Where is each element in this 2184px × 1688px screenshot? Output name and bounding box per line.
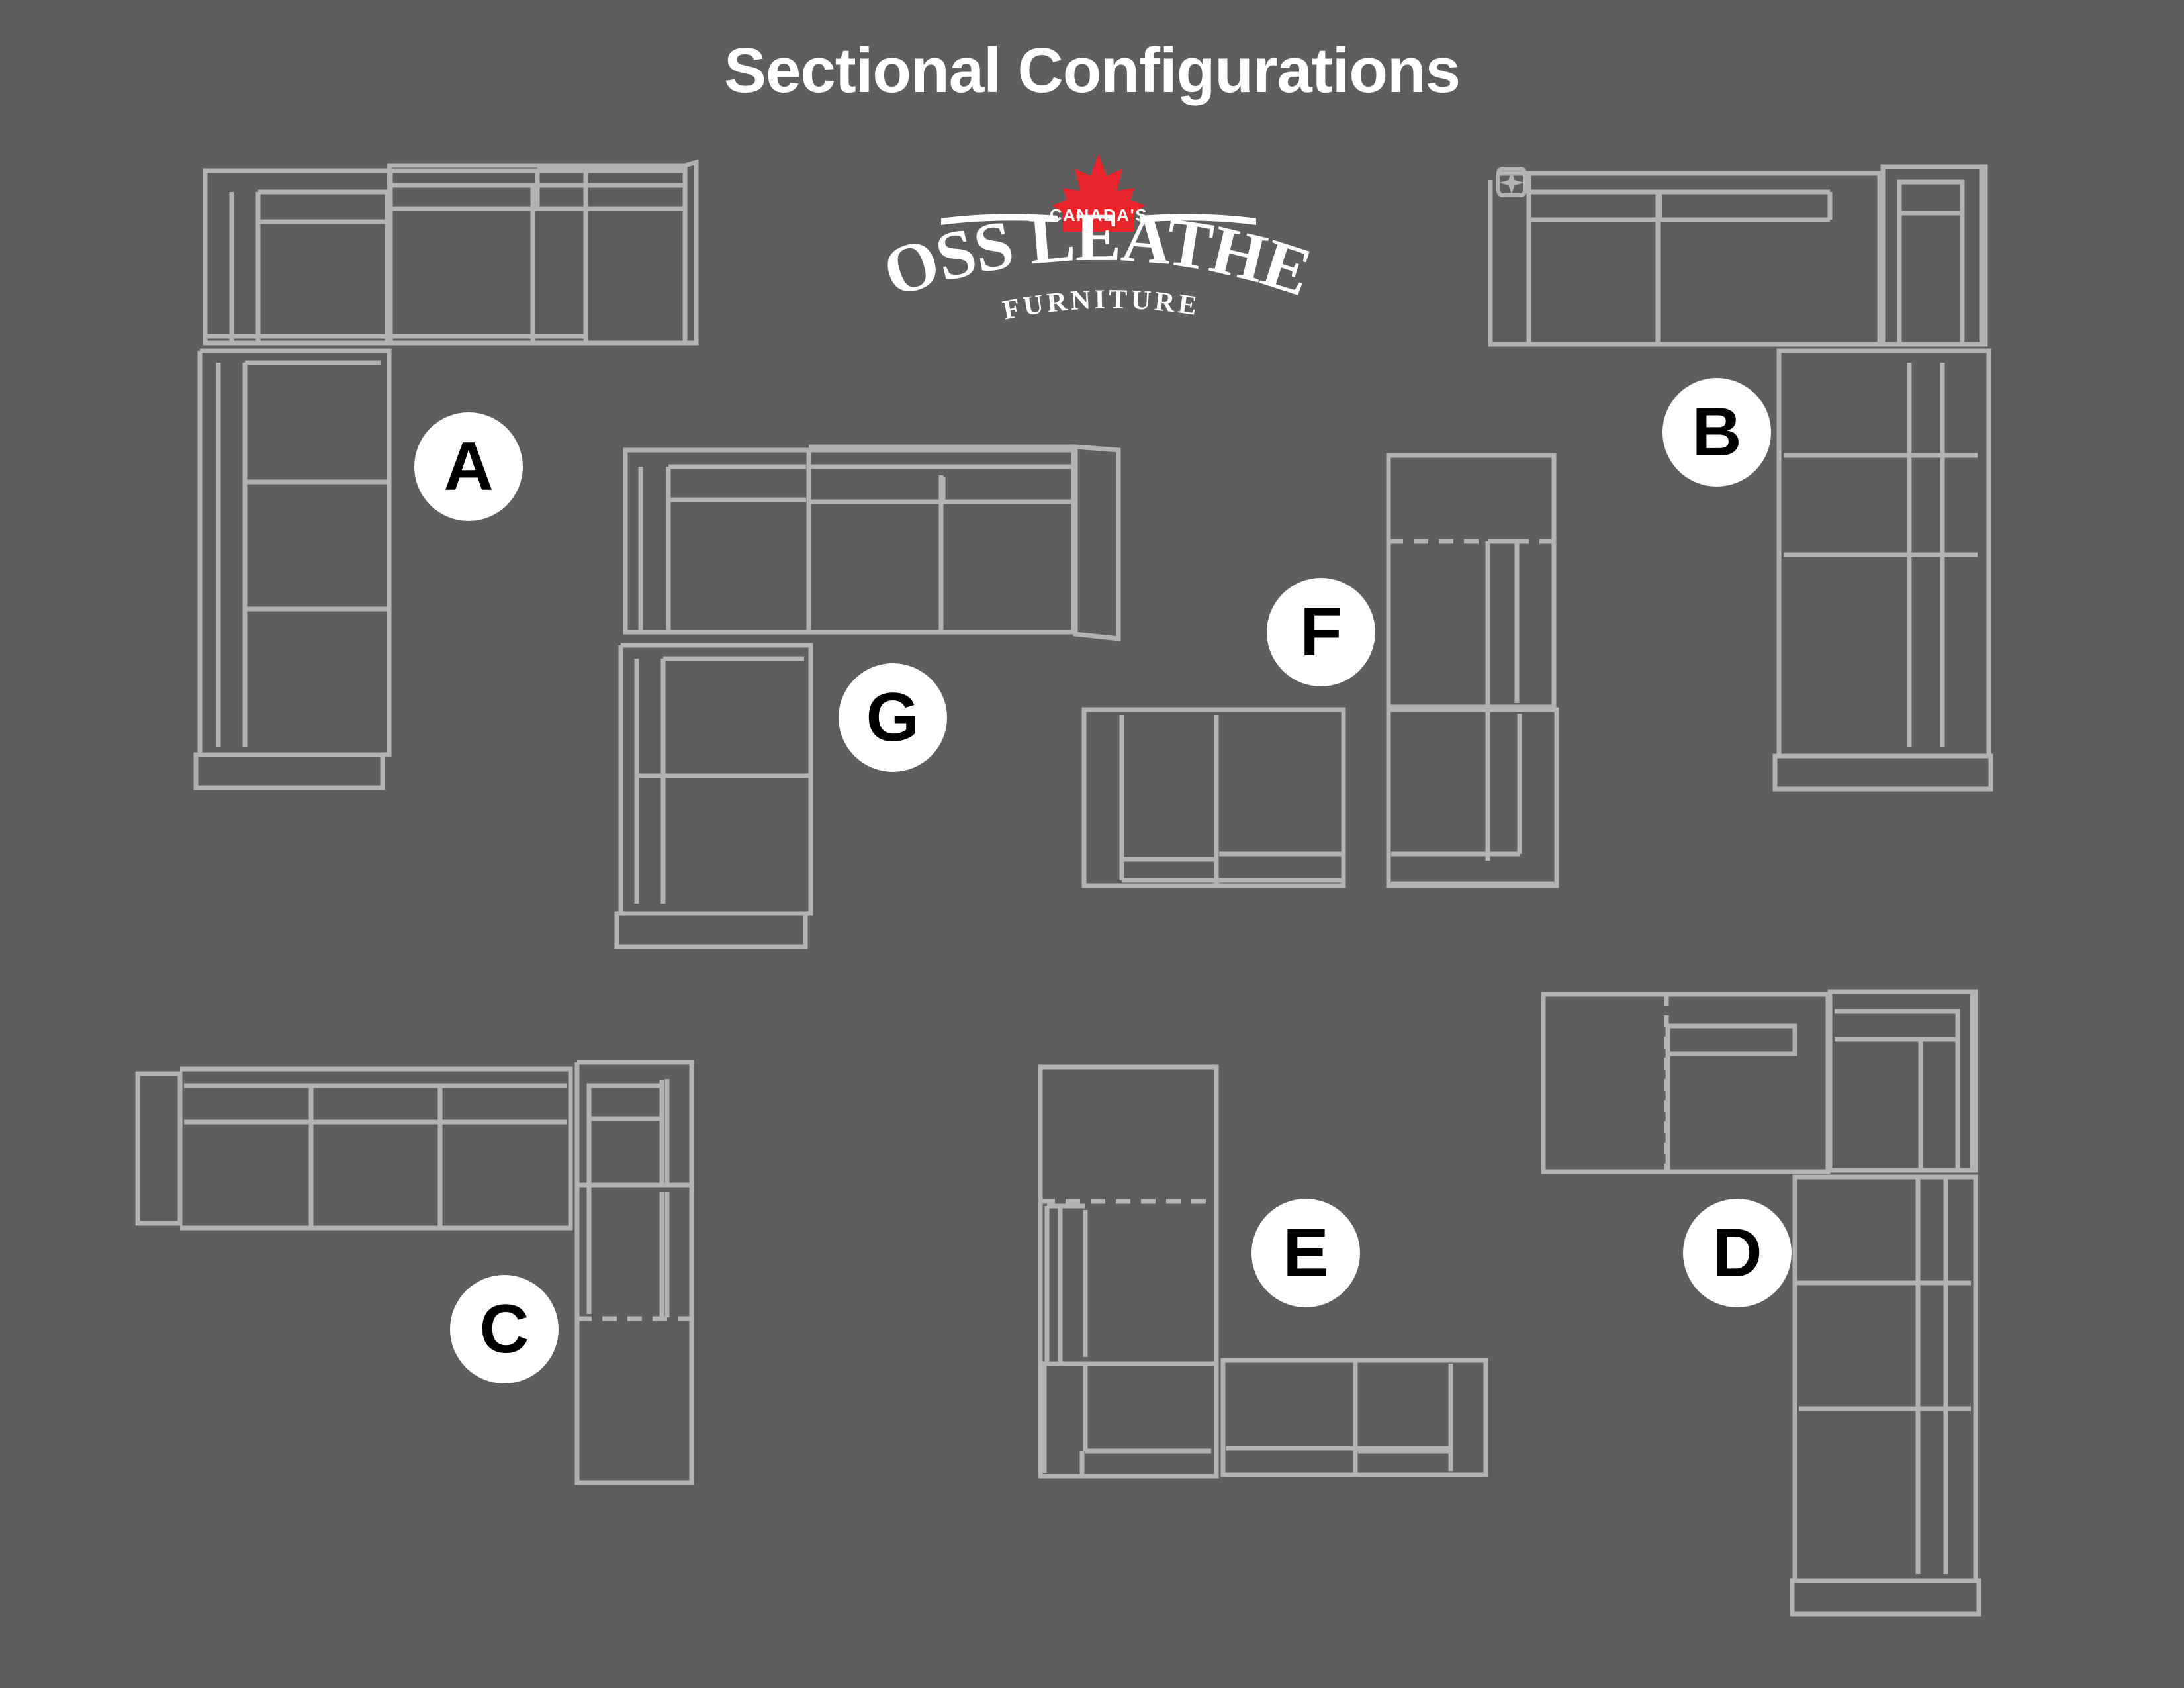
config-d-diagram [1541, 989, 1981, 1617]
maple-leaf-icon [1052, 154, 1145, 232]
config-badge-e-letter: E [1283, 1215, 1329, 1291]
config-d-base-rail [1790, 1578, 1981, 1617]
config-badge-b[interactable]: B [1662, 378, 1771, 487]
logo-leaf-text: CANADA'S [1050, 205, 1148, 225]
config-a-diagram [193, 159, 699, 790]
config-a-base-rail [193, 752, 385, 790]
config-badge-a[interactable]: A [414, 412, 523, 521]
logo-rule-left [941, 214, 1058, 225]
config-e-diagram [1038, 1064, 1488, 1479]
page-title: Sectional Configurations [723, 35, 1461, 106]
config-badge-c-letter: C [479, 1291, 529, 1368]
config-badge-d[interactable]: D [1683, 1199, 1792, 1307]
logo-rule-right [1140, 214, 1256, 225]
config-badge-c[interactable]: C [450, 1275, 559, 1383]
config-badge-g[interactable]: G [839, 663, 947, 772]
config-a-top-left-frame [203, 168, 588, 339]
config-g-base-rail [614, 911, 808, 949]
config-b-base-rail [1772, 753, 1993, 792]
config-badge-d-letter: D [1712, 1215, 1762, 1291]
config-c-diagram [135, 1060, 694, 1485]
brand-logo: CANADA'S BOSS LEATHER FURNITURE [867, 147, 1330, 339]
power-plus-icon [1496, 167, 1527, 197]
config-badge-e[interactable]: E [1251, 1199, 1360, 1307]
config-badge-f[interactable]: F [1267, 578, 1375, 686]
config-g-diagram [614, 444, 1121, 949]
config-badge-b-letter: B [1692, 394, 1742, 471]
config-badge-g-letter: G [866, 679, 920, 756]
config-f-diagram [1081, 453, 1559, 888]
config-badge-a-letter: A [443, 428, 494, 505]
config-a-top-right-back [535, 168, 688, 211]
config-b-diagram [1488, 164, 1993, 792]
config-badge-f-letter: F [1300, 594, 1342, 671]
